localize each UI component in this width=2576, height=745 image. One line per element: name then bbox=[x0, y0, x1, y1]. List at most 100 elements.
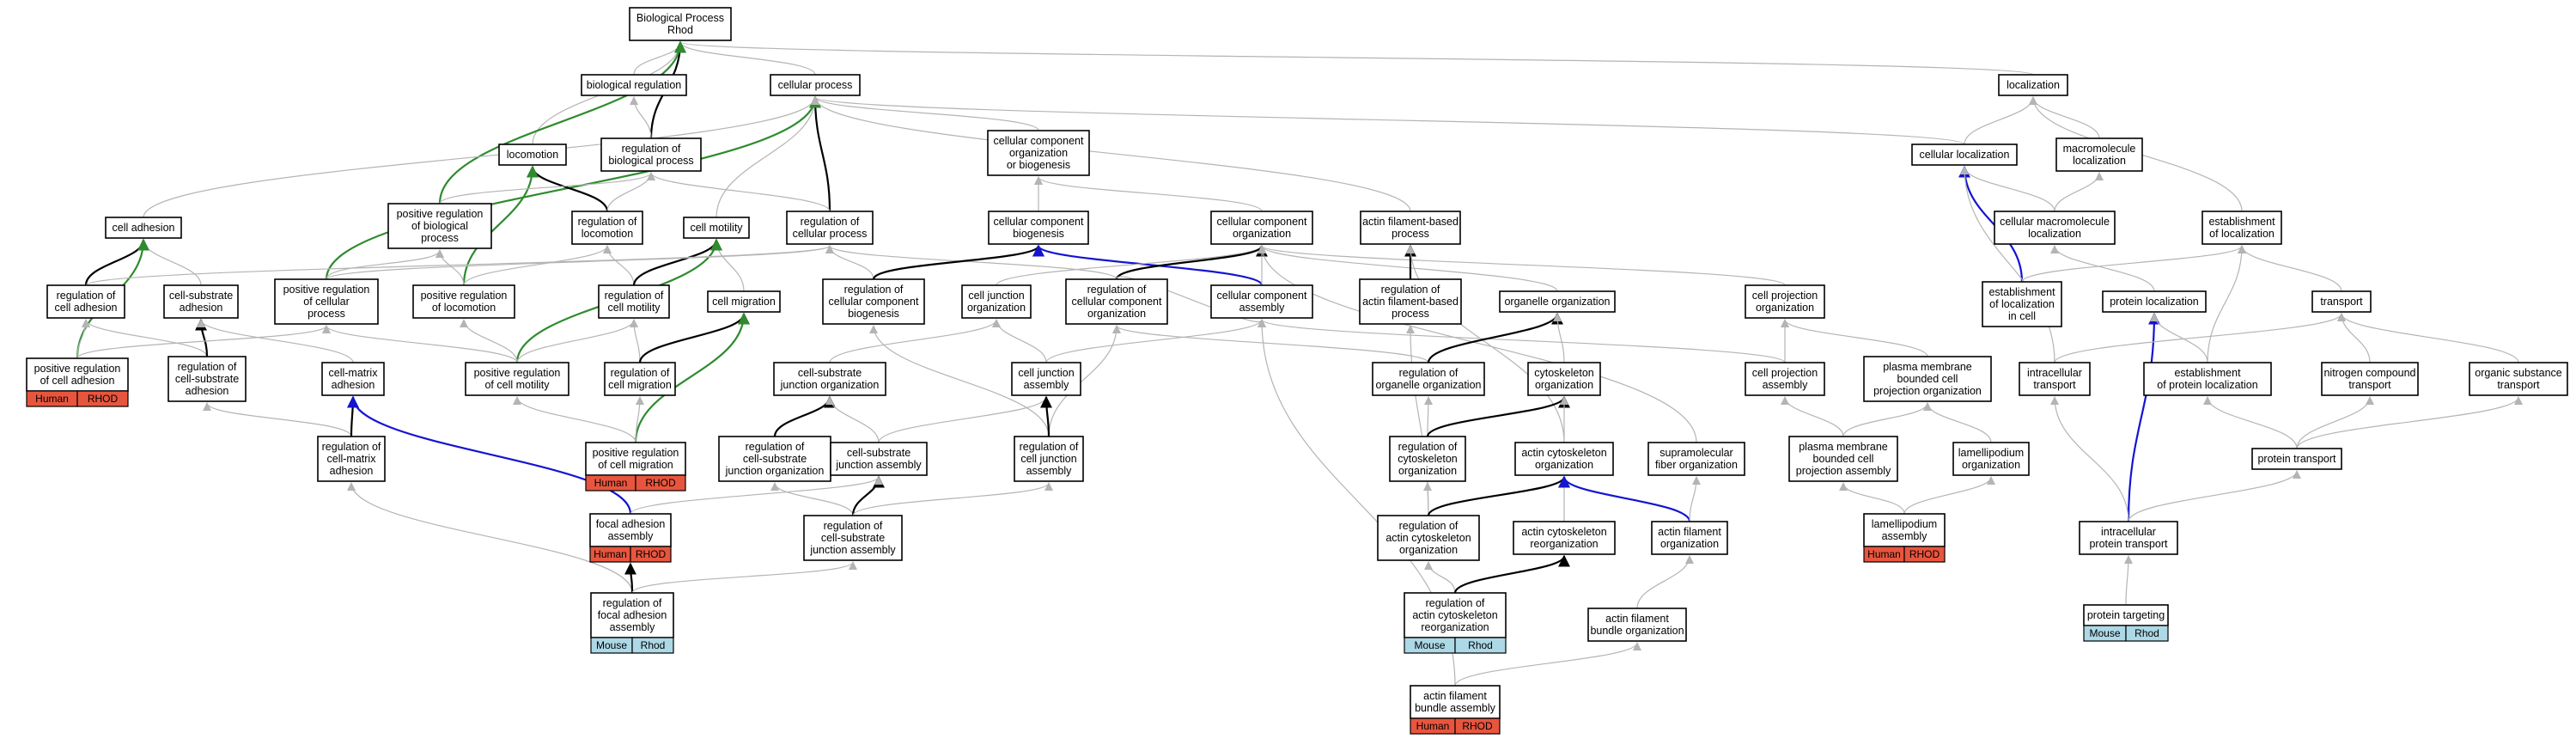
node-transport[interactable]: transport bbox=[2311, 290, 2372, 313]
node-cellular-process[interactable]: cellular process bbox=[770, 74, 861, 96]
node-label-line: regulation of bbox=[1398, 441, 1458, 453]
edge-reg-cell-matrix-adhesion-to-reg-cell-substrate-adhesion bbox=[203, 402, 352, 437]
node-cellular-localization[interactable]: cellular localization bbox=[1911, 144, 2018, 166]
edge-layer bbox=[76, 40, 2523, 687]
edge-reg-cell-migration-to-reg-cell-motility bbox=[630, 319, 641, 363]
node-biological-regulation[interactable]: biological regulation bbox=[581, 74, 687, 96]
edge-pos-reg-locomotion-to-locomotion bbox=[462, 165, 539, 286]
node-label-line: lamellipodium bbox=[1872, 518, 1937, 530]
node-localization[interactable]: localization bbox=[1998, 74, 2068, 96]
edge-reg-actin-cytoskeleton-reorg-to-actin-cytoskeleton-reorg bbox=[1453, 554, 1570, 594]
node-cell-adhesion[interactable]: cell adhesion bbox=[105, 217, 182, 239]
node-label-line: assembly bbox=[610, 621, 656, 633]
node-label-line: macromolecule bbox=[2063, 143, 2136, 155]
node-box bbox=[1651, 521, 1728, 555]
node-label-line: of cell adhesion bbox=[40, 375, 115, 387]
edge-protein-transport-to-organic-substance-transport bbox=[2296, 396, 2523, 449]
node-box bbox=[2321, 362, 2419, 396]
edge-cell-junction-org-to-cc-organization bbox=[996, 245, 1266, 286]
node-label-line: cellular macromolecule bbox=[2000, 216, 2110, 228]
node-protein-localization[interactable]: protein localization bbox=[2102, 290, 2207, 313]
node-protein-transport[interactable]: protein transport bbox=[2251, 448, 2342, 470]
node-box bbox=[1499, 290, 1616, 313]
species-badge: Mouse bbox=[1414, 639, 1445, 651]
node-label-line: regulation of bbox=[603, 597, 662, 609]
node-organelle-organization[interactable]: organelle organization bbox=[1499, 290, 1616, 313]
node-cell-migration[interactable]: cell migration bbox=[707, 290, 781, 313]
node-label-line: positive regulation bbox=[283, 284, 370, 296]
node-box bbox=[589, 513, 672, 547]
node-box bbox=[1745, 284, 1825, 319]
node-locomotion[interactable]: locomotion bbox=[498, 144, 567, 166]
node-cell-motility[interactable]: cell motility bbox=[683, 217, 750, 239]
edge-actin-filament-bundle-assembly-to-actin-filament-bundle-org bbox=[1454, 642, 1641, 687]
edge-pos-reg-locomotion-to-reg-locomotion bbox=[463, 245, 612, 286]
node-label-line: process bbox=[308, 308, 345, 320]
node-label-line: focal adhesion bbox=[598, 609, 667, 621]
edge-cellular-localization-to-localization bbox=[1964, 96, 2037, 145]
node-label-line: or biogenesis bbox=[1007, 159, 1070, 171]
